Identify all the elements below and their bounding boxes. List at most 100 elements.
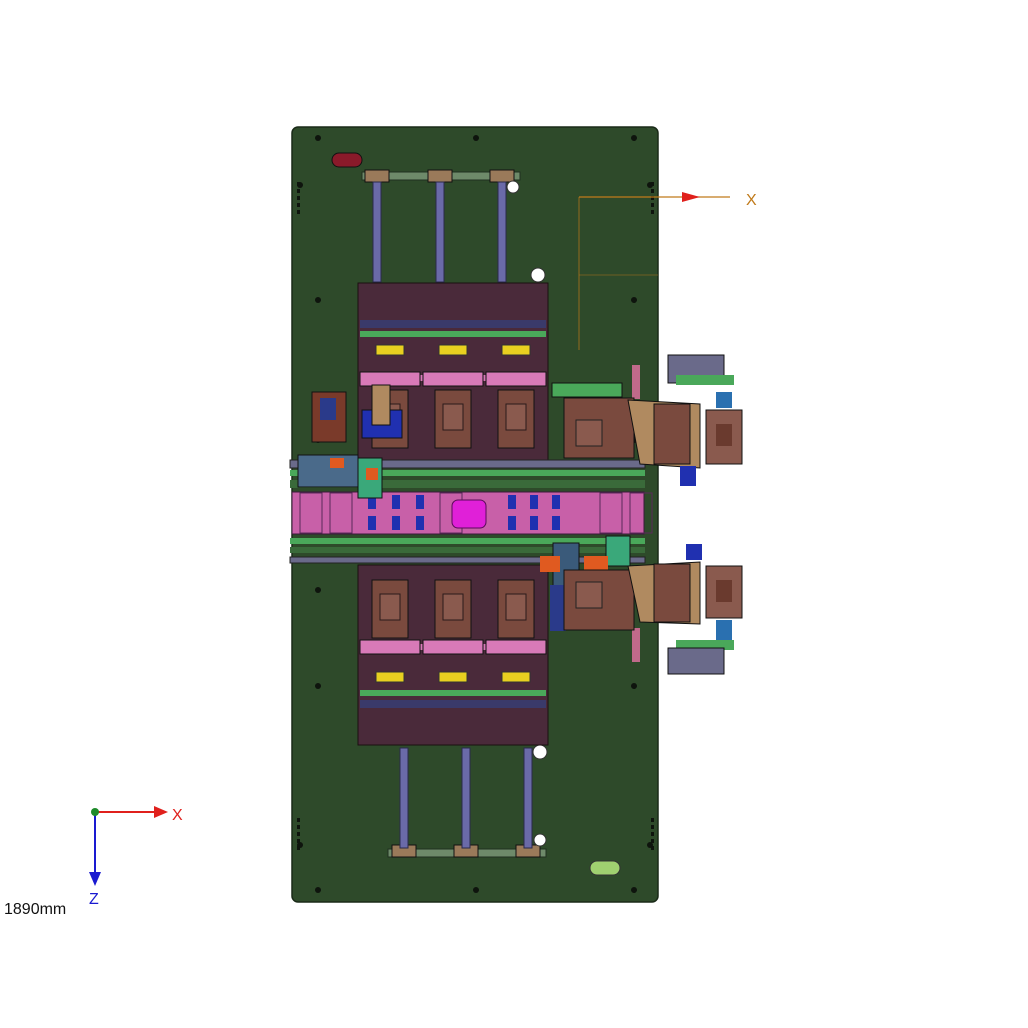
conveyor-pad (392, 516, 400, 530)
model-x-axis-label: X (746, 192, 757, 209)
part-carrier (451, 499, 487, 529)
fixture-pocket (505, 403, 527, 431)
station-bracket (359, 371, 421, 387)
mounting-hole (651, 825, 654, 829)
station-bracket (485, 639, 547, 655)
mounting-hole (297, 846, 300, 850)
conveyor-rail (290, 538, 645, 544)
upper-rail (360, 331, 546, 337)
mounting-hole (651, 818, 654, 822)
station-bracket (422, 371, 484, 387)
station-bracket (485, 371, 547, 387)
locating-pin (533, 833, 547, 847)
conveyor-pad (508, 516, 516, 530)
upper-fixture-frame (357, 282, 549, 464)
locating-pin (532, 744, 548, 760)
mounting-hole (297, 189, 300, 193)
triad-z-arrow (89, 872, 101, 886)
mounting-hole (297, 825, 300, 829)
mounting-hole (315, 297, 321, 303)
conveyor-segment (329, 492, 353, 534)
fixture-pocket (442, 403, 464, 431)
slot-hole-top (331, 152, 363, 168)
conveyor-rail (289, 556, 646, 564)
mounting-hole (473, 887, 479, 893)
triad-x-label: X (172, 807, 183, 824)
cylinder-clamp (489, 169, 515, 183)
scale-label: 1890mm (4, 901, 67, 918)
station-sensor (375, 671, 405, 683)
mounting-hole (315, 135, 321, 141)
station-sensor (375, 344, 405, 356)
fixture-block (497, 579, 535, 639)
mounting-hole (651, 203, 654, 207)
conveyor-rail (290, 547, 645, 553)
pneumatic-cylinder (497, 181, 507, 283)
lower-fixture-frame (357, 564, 549, 746)
conveyor-pad (552, 516, 560, 530)
mounting-hole (631, 887, 637, 893)
mounting-hole (651, 832, 654, 836)
station-bracket (359, 639, 421, 655)
lower-rail (360, 690, 546, 696)
station-sensor (501, 671, 531, 683)
conveyor-segment (299, 492, 323, 534)
mounting-hole (631, 297, 637, 303)
mounting-hole (651, 189, 654, 193)
view-triad: X Z (89, 806, 183, 908)
slot-hole-bottom (589, 860, 621, 876)
mounting-hole (297, 182, 300, 186)
conveyor-rail (290, 470, 645, 476)
conveyor-pad (392, 495, 400, 509)
fixture-pocket (379, 593, 401, 621)
pneumatic-cylinder (372, 181, 382, 283)
pneumatic-cylinder (461, 747, 471, 849)
conveyor-pad (508, 495, 516, 509)
mounting-hole (297, 203, 300, 207)
mounting-hole (631, 135, 637, 141)
left-actuator-assembly (297, 384, 403, 499)
conveyor-rail (290, 480, 645, 488)
upper-rail (360, 320, 546, 328)
locating-pin (530, 267, 546, 283)
lower-rail (360, 700, 546, 708)
mounting-hole (297, 210, 300, 214)
conveyor-pad (552, 495, 560, 509)
mounting-hole (297, 839, 300, 843)
mounting-hole (315, 683, 321, 689)
mounting-hole (631, 683, 637, 689)
mounting-hole (651, 196, 654, 200)
cylinder-clamp (364, 169, 390, 183)
station-sensor (438, 671, 468, 683)
triad-x-arrow (154, 806, 168, 818)
conveyor-pad (416, 495, 424, 509)
mounting-hole (651, 846, 654, 850)
conveyor-segment (629, 492, 653, 534)
mounting-hole (297, 196, 300, 200)
conveyor-pad (368, 495, 376, 509)
triad-z-label: Z (89, 891, 99, 908)
fixture-pocket (442, 593, 464, 621)
mounting-hole (315, 587, 321, 593)
pneumatic-cylinder (435, 181, 445, 283)
conveyor-pad (530, 516, 538, 530)
station-sensor (438, 344, 468, 356)
mounting-hole (297, 818, 300, 822)
conveyor-pad (416, 516, 424, 530)
mounting-hole (473, 135, 479, 141)
fixture-pocket (505, 593, 527, 621)
pneumatic-cylinder (523, 747, 533, 849)
pneumatic-cylinder (399, 747, 409, 849)
right-upper-unit (551, 354, 743, 486)
conveyor-segment (599, 492, 623, 534)
central-conveyor (289, 459, 653, 564)
station-bracket (422, 639, 484, 655)
mounting-hole (651, 210, 654, 214)
cylinder-clamp (427, 169, 453, 183)
mounting-hole (651, 839, 654, 843)
locating-pin (506, 180, 520, 194)
mounting-hole (297, 832, 300, 836)
conveyor-pad (530, 495, 538, 509)
right-lower-unit (563, 544, 743, 675)
